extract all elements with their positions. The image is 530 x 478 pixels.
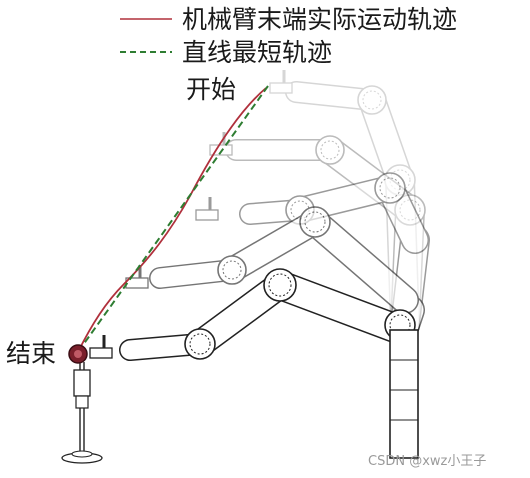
arm-pose-1 <box>269 70 420 340</box>
gripper <box>195 209 219 221</box>
arm-joint-ring <box>399 199 421 221</box>
arm-link-fill <box>359 87 413 193</box>
arm-link <box>376 174 429 254</box>
arm-link <box>285 81 383 111</box>
watermark: CSDN @xwz小王子 <box>368 454 486 469</box>
robot-arm-poses <box>89 70 430 459</box>
arm-base-column <box>389 329 419 459</box>
arm-link <box>239 199 311 225</box>
arm-joint <box>217 255 247 285</box>
arm-joint-ring <box>362 90 382 110</box>
arm-joint-ring <box>379 177 401 199</box>
arm-joint-ring <box>304 211 326 233</box>
end-label: 结束 <box>6 339 56 368</box>
arm-link-fill <box>240 200 310 224</box>
end-stand <box>61 362 103 464</box>
arm-joint-ring <box>222 260 242 280</box>
arm-pose-4 <box>125 206 425 340</box>
legend-straight-label: 直线最短轨迹 <box>182 38 332 67</box>
arm-joint-ring <box>268 273 292 297</box>
arm-link-fill <box>302 209 418 313</box>
gripper <box>89 347 113 359</box>
arm-joint <box>184 328 216 360</box>
arm-joint <box>394 194 426 226</box>
arm-link-fill <box>377 175 428 253</box>
arm-joint <box>357 85 387 115</box>
arm-link-fill <box>220 210 327 282</box>
arm-link <box>316 136 424 224</box>
arm-pose-5 <box>89 268 416 361</box>
gripper <box>269 82 293 94</box>
arm-link-fill <box>286 82 382 110</box>
arm-joint-ring <box>389 169 411 191</box>
legend-actual-label: 机械臂末端实际运动轨迹 <box>182 5 457 34</box>
actual-trajectory-path <box>77 87 267 353</box>
gripper <box>209 144 233 156</box>
arm-joint <box>384 164 416 196</box>
arm-joint-ring <box>389 314 411 336</box>
arm-link-fill <box>266 271 414 344</box>
start-label: 开始 <box>186 75 236 104</box>
arm-link-fill <box>317 137 423 223</box>
arm-joint-ring <box>320 140 340 160</box>
legend: 机械臂末端实际运动轨迹 直线最短轨迹 <box>120 5 457 67</box>
arm-joint <box>374 172 406 204</box>
arm-joint <box>315 135 345 165</box>
arm-link <box>358 86 414 194</box>
arm-joint <box>299 206 331 238</box>
arm-joint-ring <box>189 333 211 355</box>
